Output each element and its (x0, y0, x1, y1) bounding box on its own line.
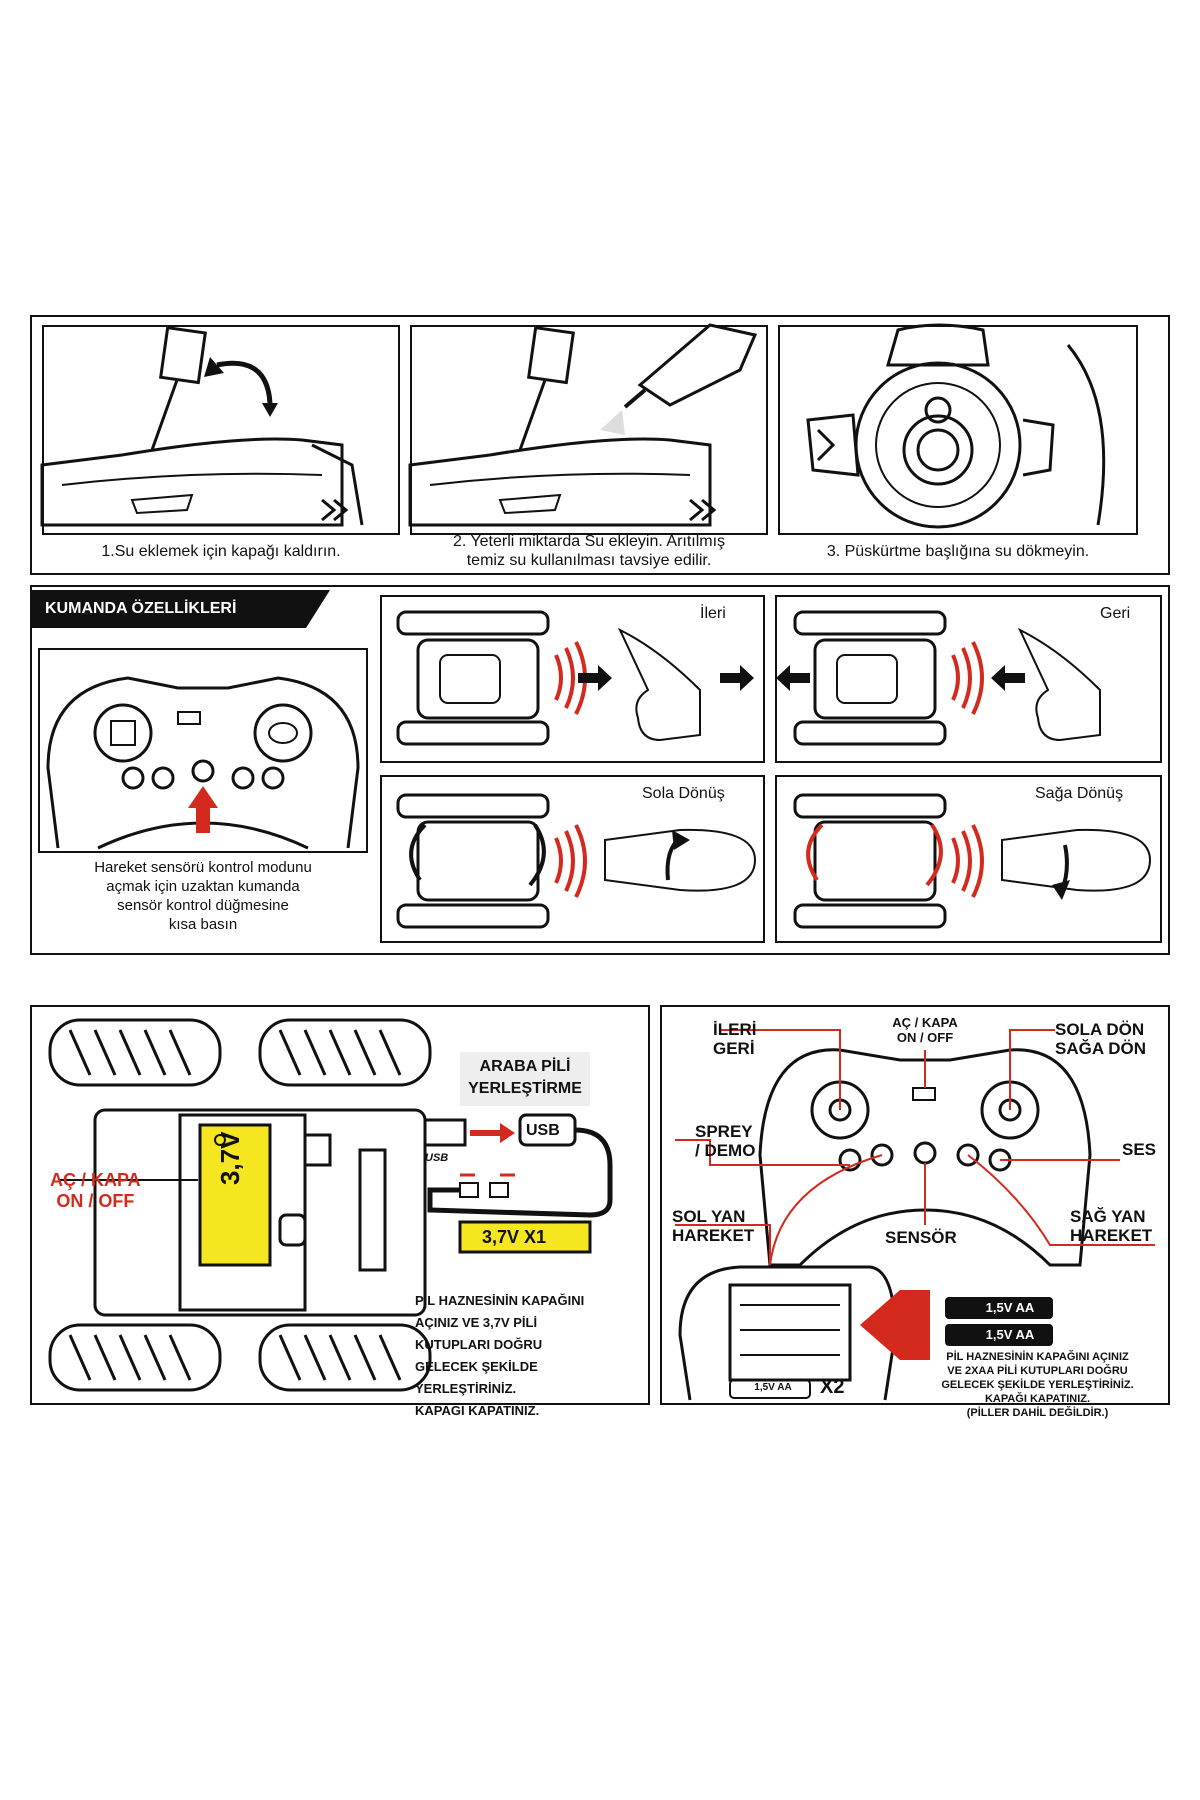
label-spray: SPREY (695, 1122, 753, 1141)
label-on-off: AÇ / KAPA ON / OFF (870, 1015, 980, 1045)
label-sensor: SENSÖR (885, 1228, 957, 1247)
remote-features-header-text: KUMANDA ÖZELLİKLERİ (45, 600, 237, 617)
gesture-left-label: Sola Dönüş (642, 785, 725, 802)
label-left-side-line2: HAREKET (672, 1226, 755, 1245)
aa-battery-1: 1,5V AA (985, 1300, 1035, 1315)
label-sound: SES (1122, 1140, 1157, 1159)
label-back: GERİ (713, 1039, 755, 1058)
usb-plug-label: USB (526, 1122, 560, 1139)
battery-title-line2: YERLEŞTİRME (468, 1080, 582, 1097)
gesture-back-label: Geri (1100, 605, 1131, 622)
sensor-note-line4: kısa basın (168, 916, 238, 933)
car-instr-3: KUTUPLARI DOĞRU (415, 1337, 543, 1352)
ctrl-instr-3: GELECEK ŞEKİLDE YERLEŞTİRİNİZ. (941, 1379, 1134, 1391)
battery-count-label: 3,7V X1 (482, 1227, 547, 1247)
label-on-off-line1: AÇ / KAPA (892, 1015, 958, 1030)
label-forward-back: İLERİ GERİ (713, 1020, 756, 1058)
ctrl-instr-1: PİL HAZNESİNİN KAPAĞINI AÇINIZ (946, 1351, 1129, 1363)
ctrl-instr-5: (PİLLER DAHİL DEĞİLDİR.) (966, 1407, 1109, 1419)
label-right-side: SAĞ YAN HAREKET (1070, 1207, 1152, 1245)
label-right-side-line1: SAĞ YAN (1070, 1207, 1146, 1226)
step-1-panel (42, 325, 400, 535)
battery-title: ARABA PİLİ YERLEŞTİRME (460, 1052, 590, 1106)
battery-title-line1: ARABA PİLİ (479, 1058, 571, 1075)
car-battery-illustration (48, 1018, 613, 1392)
gesture-right-label: Sağa Dönüş (1035, 785, 1124, 802)
step-3-illustration (806, 323, 1106, 529)
ctrl-instr-2: VE 2XAA PİLİ KUTUPLARI DOĞRU (947, 1365, 1128, 1377)
aa-battery-qty: X2 (820, 1376, 845, 1398)
label-demo: / DEMO (695, 1141, 756, 1160)
label-turn-right: SAĞA DÖN (1055, 1039, 1146, 1058)
aa-battery-2: 1,5V AA (985, 1327, 1035, 1342)
step-1-caption: 1.Su eklemek için kapağı kaldırın. (101, 543, 341, 560)
car-switch-line1: AÇ / KAPA (50, 1170, 141, 1190)
label-right-side-line2: HAREKET (1070, 1226, 1153, 1245)
controller-illustration (675, 1029, 1155, 1401)
sensor-note: Hareket sensörü kontrol modunu açmak içi… (38, 858, 368, 934)
car-instr-4: GELECEK ŞEKİLDE (415, 1359, 538, 1374)
ctrl-instr-4: KAPAĞI KAPATINIZ. (984, 1393, 1091, 1405)
aa-battery-small: 1,5V AA (754, 1382, 792, 1393)
sensor-note-line3: sensör kontrol düğmesine (117, 897, 289, 914)
step-2-caption: 2. Yeterli miktarda Su ekleyin. Arıtılmı… (410, 532, 768, 570)
car-instr-6: KAPAĞI KAPATINIZ. (415, 1403, 540, 1418)
label-turn-left: SOLA DÖN (1055, 1020, 1145, 1039)
step-2-illustration (408, 323, 758, 527)
step-2-caption-line1: 2. Yeterli miktarda Su ekleyin. Arıtılmı… (452, 533, 726, 550)
label-on-off-line2: ON / OFF (896, 1030, 954, 1045)
step-2-caption-line2: temiz su kullanılması tavsiye edilir. (466, 552, 712, 569)
step-1-illustration (40, 326, 364, 527)
sensor-note-line1: Hareket sensörü kontrol modunu (94, 859, 312, 876)
usb-port-label: USB (425, 1152, 449, 1164)
car-instr-5: YERLEŞTİRİNİZ. (415, 1381, 517, 1396)
label-forward: İLERİ (713, 1020, 757, 1039)
car-battery-instructions: PİL HAZNESİNİN KAPAĞINI AÇINIZ VE 3,7V P… (415, 1290, 635, 1422)
controller-instructions: PİL HAZNESİNİN KAPAĞINI AÇINIZ VE 2XAA P… (910, 1350, 1165, 1420)
car-battery-voltage: 3,7V (215, 1131, 245, 1186)
label-left-side-line1: SOL YAN (672, 1207, 746, 1226)
car-instr-2: AÇINIZ VE 3,7V PİLİ (415, 1315, 538, 1330)
label-spray-demo: SPREY / DEMO (695, 1122, 755, 1160)
sensor-note-line2: açmak için uzaktan kumanda (106, 878, 300, 895)
car-instr-1: PİL HAZNESİNİN KAPAĞINI (415, 1293, 585, 1308)
remote-features-header (30, 590, 330, 628)
car-switch-label: AÇ / KAPA ON / OFF (50, 1170, 141, 1212)
gesture-forward-label: İleri (700, 605, 726, 622)
label-left-side: SOL YAN HAREKET (672, 1207, 754, 1245)
remote-controller-drawing (46, 676, 360, 850)
step-3-caption: 3. Püskürtme başlığına su dökmeyin. (826, 543, 1090, 560)
label-turn: SOLA DÖN SAĞA DÖN (1055, 1020, 1146, 1058)
car-switch-line2: ON / OFF (56, 1191, 135, 1211)
